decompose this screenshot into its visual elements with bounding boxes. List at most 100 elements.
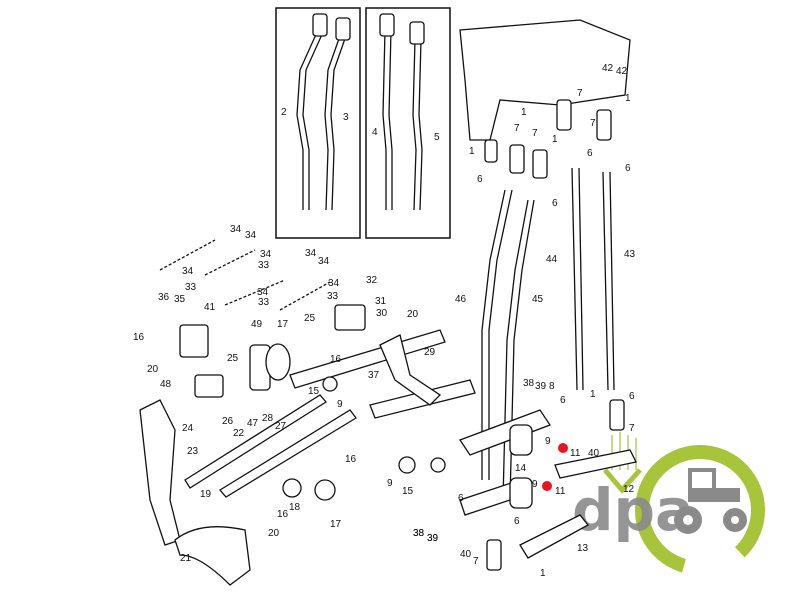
callout: 7 — [577, 88, 583, 99]
callout: 38 — [523, 378, 535, 389]
callout: 40 — [460, 549, 472, 560]
callout: 49 — [251, 319, 263, 330]
dpa-logo: dpa — [572, 432, 765, 575]
callout: 16 — [330, 354, 342, 365]
callout: 34 — [182, 266, 194, 277]
callout: 44 — [546, 254, 558, 265]
callout: 9 — [545, 436, 551, 447]
callout: 12 — [623, 484, 635, 495]
shift-blocks — [179, 304, 446, 501]
tractor-icon — [674, 468, 747, 534]
callout: 33 — [185, 282, 197, 293]
callout: 34 — [328, 278, 340, 289]
callout: 25 — [304, 313, 316, 324]
callout: 21 — [180, 553, 192, 564]
callout: 9 — [337, 399, 343, 410]
callout: 34 — [260, 249, 272, 260]
callout: 11 — [570, 448, 581, 459]
callout: 26 — [222, 416, 234, 427]
callout: 23 — [187, 446, 199, 457]
callout: 30 — [376, 308, 388, 319]
callout: 20 — [407, 309, 419, 320]
callout: 8 — [549, 381, 555, 392]
callout: 6 — [458, 493, 464, 504]
callout: 6 — [587, 148, 593, 159]
callout: 38 — [413, 528, 425, 539]
callout: 48 — [160, 379, 172, 390]
callout: 9 — [532, 479, 538, 490]
callout: 47 — [247, 418, 259, 429]
callout: 39 — [427, 533, 439, 544]
callout: 25 — [227, 353, 239, 364]
callout: 4 — [372, 127, 378, 138]
cross-shaft-levers — [459, 399, 637, 571]
callout: 46 — [455, 294, 467, 305]
callout: 16 — [277, 509, 289, 520]
callout: 15 — [402, 486, 414, 497]
callout: 28 — [262, 413, 274, 424]
callout: 7 — [532, 128, 538, 139]
callout: 24 — [182, 423, 194, 434]
shift-tower-housing — [459, 19, 631, 141]
inset-rods-left — [275, 7, 361, 239]
callout: 42 — [616, 66, 628, 77]
callout: 6 — [625, 163, 631, 174]
clevis-set — [484, 99, 612, 179]
callout: 6 — [552, 198, 558, 209]
inset-callouts: 2 3 4 5 — [281, 107, 440, 143]
highlight-marker — [542, 481, 552, 491]
callout: 31 — [375, 296, 387, 307]
detent-rods — [159, 239, 331, 311]
callout: 20 — [268, 528, 280, 539]
callout: 35 — [174, 294, 186, 305]
callout: 1 — [625, 93, 631, 104]
callout: 6 — [560, 395, 566, 406]
callout: 34 — [230, 224, 242, 235]
callout: 7 — [629, 423, 635, 434]
callout: 34 — [245, 230, 257, 241]
callout: 45 — [532, 294, 544, 305]
callout: 34 — [318, 256, 330, 267]
callout: 7 — [514, 123, 520, 134]
callout: 34 — [305, 248, 317, 259]
callout: 7 — [590, 118, 596, 129]
callout: 1 — [540, 568, 546, 579]
callout: 18 — [289, 502, 301, 513]
callout: 37 — [368, 370, 380, 381]
left-group-callouts: 34 34 34 34 33 33 34 34 34 33 34 33 32 3… — [133, 224, 439, 564]
callout: 6 — [477, 174, 483, 185]
shift-forks — [139, 334, 442, 586]
callout: 14 — [515, 463, 527, 474]
callout: 36 — [158, 292, 170, 303]
callout: 22 — [233, 428, 245, 439]
inset-rods-right — [365, 7, 451, 239]
callout: 9 — [387, 478, 393, 489]
callout: 2 — [281, 107, 287, 118]
callout: 16 — [133, 332, 145, 343]
callout: 29 — [424, 347, 436, 358]
callout: 7 — [473, 556, 479, 567]
callout: 6 — [514, 516, 520, 527]
logo-gear-ring — [635, 445, 765, 575]
callout: 20 — [147, 364, 159, 375]
callout: 32 — [366, 275, 378, 286]
callout: 6 — [629, 391, 635, 402]
callout: 39 — [535, 381, 547, 392]
callout: 33 — [258, 297, 270, 308]
callout: 39 — [427, 533, 439, 544]
callout: 1 — [521, 107, 527, 118]
callout: 1 — [552, 134, 558, 145]
callout: 43 — [624, 249, 636, 260]
callout: 33 — [327, 291, 339, 302]
callout: 41 — [204, 302, 216, 313]
callout: 1 — [469, 146, 475, 157]
callout: 17 — [277, 319, 289, 330]
lower-right-callouts: 38 39 8 1 6 6 7 9 40 11 14 9 11 12 6 6 3… — [413, 378, 635, 579]
callout: 5 — [434, 132, 440, 143]
callout: 11 — [555, 486, 566, 497]
logo-text: dpa — [572, 476, 694, 544]
callout: 1 — [590, 389, 596, 400]
highlight-marker — [558, 443, 568, 453]
